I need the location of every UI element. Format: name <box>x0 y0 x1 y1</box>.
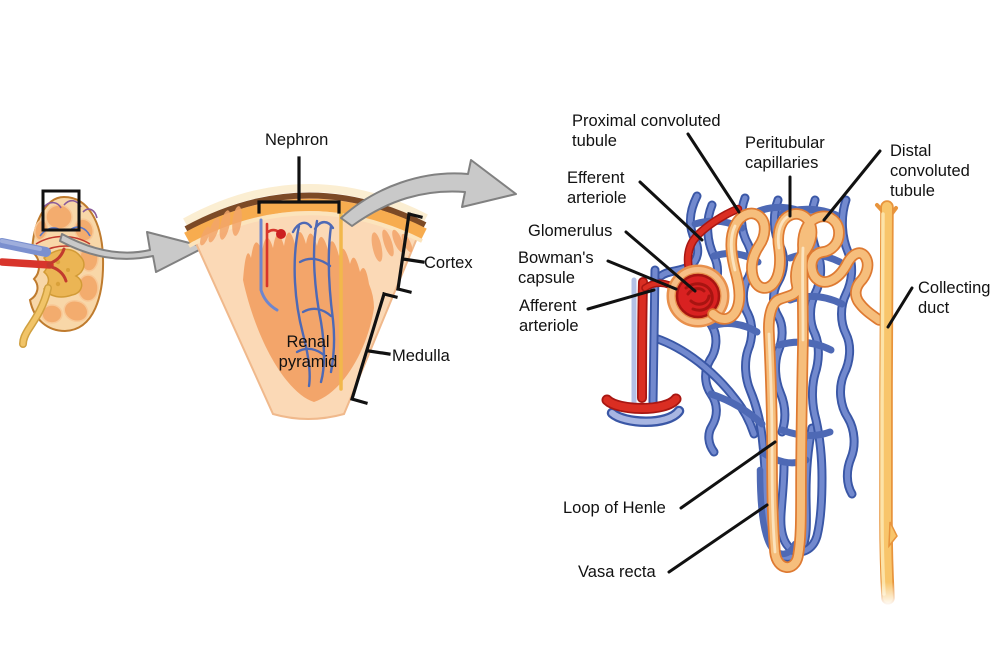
leader-afferent <box>586 288 656 311</box>
renal-pyramid-wedge <box>183 156 428 420</box>
label-collecting-duct: Collecting duct <box>918 279 991 317</box>
cortex-bracket <box>396 212 425 294</box>
cortical-rays <box>200 206 413 262</box>
capsule-band <box>184 192 427 232</box>
leader-loop-of-henle <box>679 440 777 510</box>
leader-vasa-recta <box>667 503 769 574</box>
nephron-illustration <box>586 132 914 606</box>
kidney-illustration <box>0 189 105 348</box>
nephron-bracket <box>257 156 341 214</box>
label-cortex: Cortex <box>424 254 473 272</box>
bowmans-capsule <box>666 264 730 328</box>
label-distal-convoluted-tubule: Distal convoluted tubule <box>890 142 970 200</box>
leader-glomerulus <box>624 230 697 293</box>
mini-nephron <box>259 211 343 391</box>
medulla-bracket <box>350 292 398 405</box>
renal-lobes <box>34 204 99 324</box>
leader-bowmans <box>606 259 678 291</box>
magnification-arrow-1 <box>59 231 206 273</box>
label-peritubular-capillaries: Peritubular capillaries <box>745 134 825 172</box>
leader-lines <box>586 132 914 574</box>
collecting-duct <box>872 200 902 606</box>
label-bowmans-capsule: Bowman's capsule <box>518 249 594 287</box>
leader-distal <box>822 149 882 222</box>
label-efferent-arteriole: Efferent arteriole <box>567 169 627 207</box>
label-nephron: Nephron <box>265 131 329 149</box>
nephron-tubule <box>707 207 885 573</box>
label-afferent-arteriole: Afferent arteriole <box>519 297 579 335</box>
label-renal-pyramid: Renal pyramid <box>278 333 338 371</box>
label-loop-of-henle: Loop of Henle <box>563 499 666 517</box>
label-glomerulus: Glomerulus <box>528 222 613 240</box>
mini-glomerulus <box>276 229 286 239</box>
magnification-arrow-2 <box>340 159 517 227</box>
leader-efferent <box>638 180 704 242</box>
label-proximal-convoluted-tubule: Proximal convoluted tubule <box>572 112 721 150</box>
renal-artery <box>0 258 54 269</box>
label-vasa-recta: Vasa recta <box>578 563 656 581</box>
leader-proximal <box>686 132 741 214</box>
leader-collecting <box>886 286 914 329</box>
label-medulla: Medulla <box>392 347 450 365</box>
kidney-zoom-box <box>41 189 81 232</box>
